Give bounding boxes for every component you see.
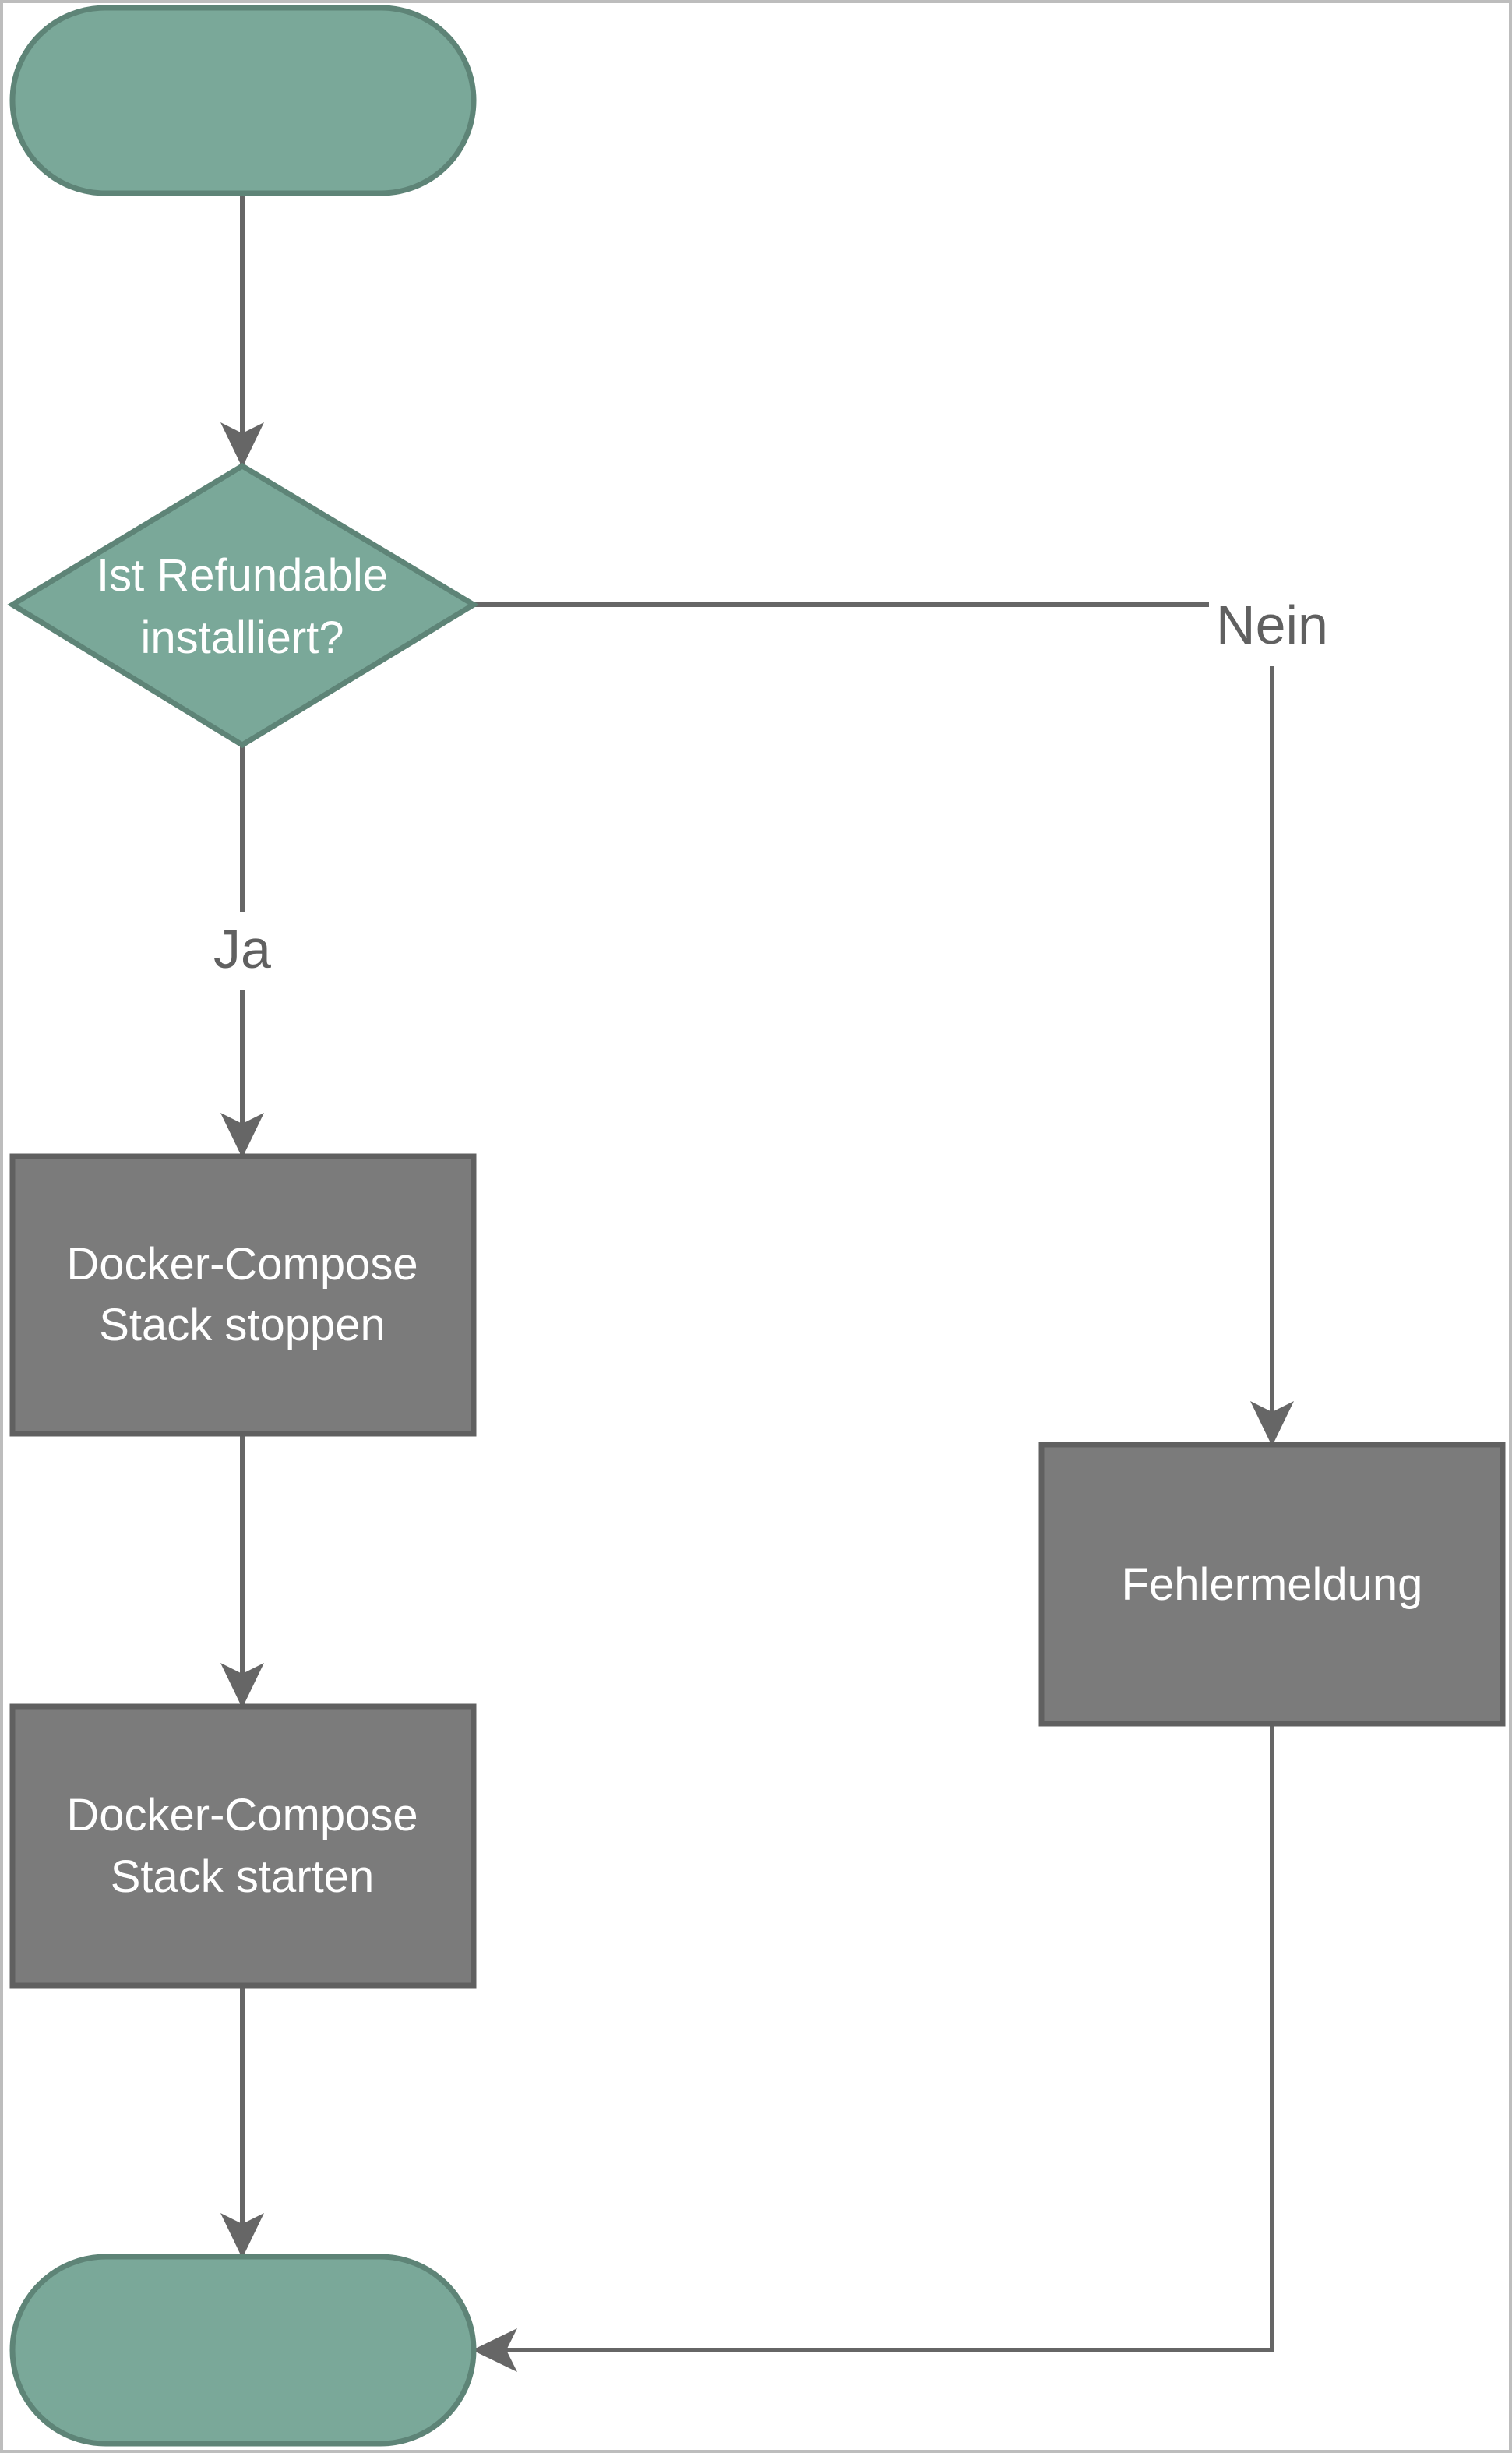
start-stack-box — [9, 1703, 477, 1989]
stop-stack-label-line2: Stack stoppen — [99, 1300, 386, 1350]
yes-edge-label: Ja — [213, 919, 271, 979]
start-stack-label-line1: Docker-Compose — [66, 1790, 418, 1841]
edge-error-to-end — [472, 1724, 1274, 2372]
end-terminal — [9, 2254, 477, 2447]
stop-stack-box — [9, 1153, 477, 1437]
stop-stack-label-line1: Docker-Compose — [66, 1239, 418, 1290]
start-terminal — [9, 5, 477, 196]
no-edge-label: Nein — [1216, 595, 1328, 655]
decision-diamond — [7, 462, 479, 749]
error-box — [1038, 1442, 1506, 1727]
decision-label-line1: Ist Refundable — [97, 550, 388, 601]
decision-label-line2: installiert? — [140, 612, 344, 663]
start-stack-label-line2: Stack starten — [111, 1851, 374, 1902]
error-label: Fehlermeldung — [1122, 1559, 1423, 1610]
